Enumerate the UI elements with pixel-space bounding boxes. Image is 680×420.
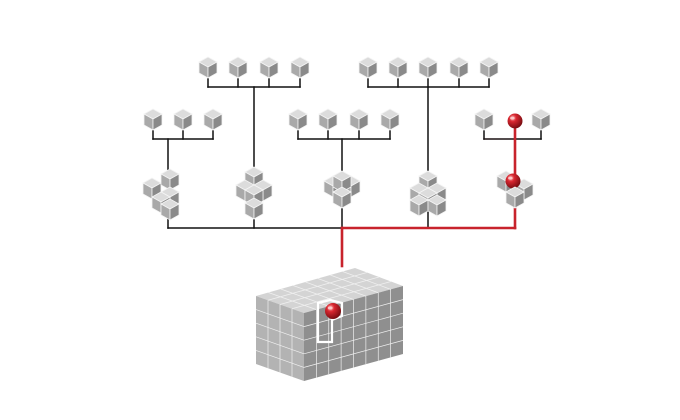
cube-icon — [388, 56, 408, 79]
cube-icon — [288, 108, 308, 131]
red-sphere-icon — [325, 303, 341, 319]
cube-icon — [198, 56, 218, 79]
cube-icon — [479, 56, 499, 79]
cube-assembly-icon — [323, 170, 361, 209]
cube-icon — [203, 108, 223, 131]
cube-icon — [358, 56, 378, 79]
large-block-icon — [255, 268, 404, 381]
cube-icon — [449, 56, 469, 79]
cube-assembly-icon — [235, 166, 273, 220]
diagram-shapes — [142, 56, 551, 381]
cube-assembly-icon — [409, 170, 447, 217]
connector-lines — [152, 77, 542, 268]
cube-icon — [228, 56, 248, 79]
cube-icon — [474, 108, 494, 131]
cube-icon — [380, 108, 400, 131]
cube-icon — [259, 56, 279, 79]
red-sphere-icon — [505, 173, 521, 189]
cube-assembly-icon — [142, 168, 180, 221]
cube-icon — [142, 177, 162, 200]
cube-icon — [160, 168, 180, 191]
cube-icon — [332, 186, 352, 209]
cube-icon — [418, 56, 438, 79]
cube-icon — [505, 186, 525, 209]
cube-icon — [143, 108, 163, 131]
cube-assembly-icon — [496, 170, 534, 209]
cube-icon — [160, 198, 180, 221]
cube-icon — [409, 194, 429, 217]
cube-icon — [349, 108, 369, 131]
cube-icon — [531, 108, 551, 131]
cube-icon — [318, 108, 338, 131]
cube-icon — [290, 56, 310, 79]
cube-icon — [427, 194, 447, 217]
cube-icon — [173, 108, 193, 131]
red-sphere-icon — [507, 113, 523, 129]
cube-icon — [244, 197, 264, 220]
